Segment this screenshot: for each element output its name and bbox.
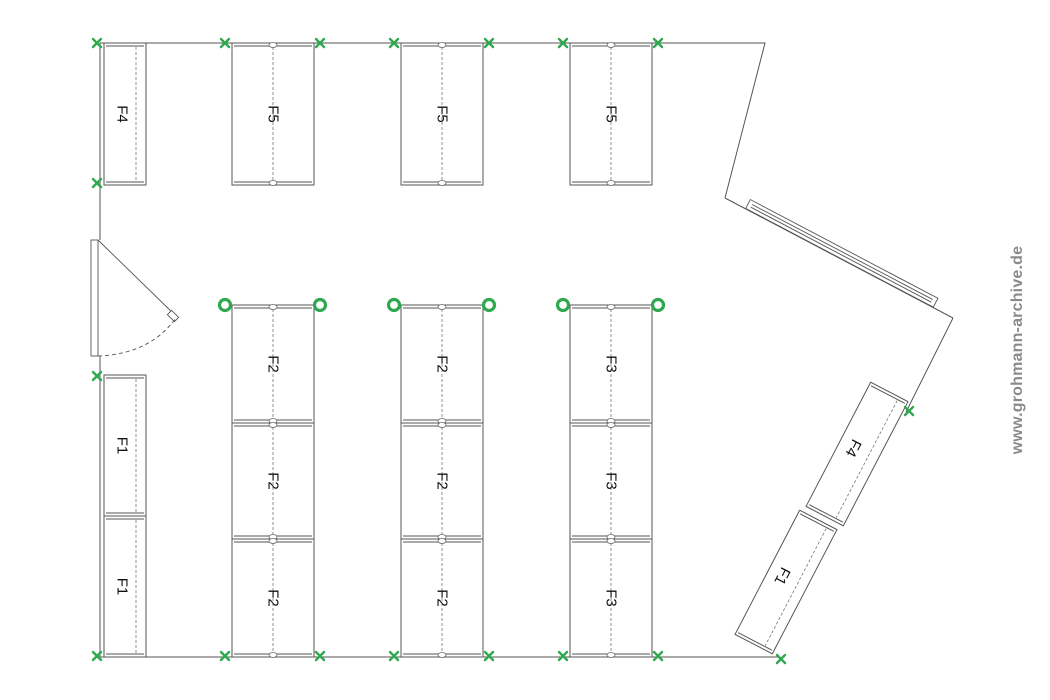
rack-f2-a-1 [231, 304, 315, 424]
rack-f2-b-3 [400, 538, 484, 658]
rack-label-f3-c-1: F3 [603, 355, 620, 373]
o-marker-icon [650, 297, 666, 313]
rack-label-f1-left-2: F1 [114, 578, 131, 596]
rack-label-f2-a-1: F2 [265, 355, 282, 373]
x-marker-icon [775, 653, 787, 665]
rack-label-f4-diag: F4 [841, 436, 864, 459]
rack-f3-c-1 [569, 304, 653, 424]
x-marker-icon [91, 650, 103, 662]
rack-label-f2-b-1: F2 [434, 355, 451, 373]
rack-f2-b-1 [400, 304, 484, 424]
o-marker-icon [312, 297, 328, 313]
rack-f4-diag [805, 381, 909, 527]
window [745, 198, 939, 308]
x-marker-icon [219, 37, 231, 49]
o-marker-icon [386, 297, 402, 313]
x-marker-icon [219, 650, 231, 662]
o-marker-icon [217, 297, 233, 313]
x-marker-icon [314, 650, 326, 662]
rack-label-f2-b-3: F2 [434, 589, 451, 607]
x-marker-icon [903, 405, 915, 417]
x-marker-icon [652, 37, 664, 49]
rack-label-f3-c-3: F3 [603, 589, 620, 607]
room-walls [99, 42, 954, 658]
x-marker-icon [388, 37, 400, 49]
racks [103, 42, 909, 658]
rack-f5-c [569, 42, 653, 186]
x-marker-icon [652, 650, 664, 662]
x-marker-icon [483, 37, 495, 49]
rack-f2-a-2 [231, 422, 315, 540]
x-marker-icon [557, 650, 569, 662]
rack-f3-c-3 [569, 538, 653, 658]
rack-label-f3-c-2: F3 [603, 472, 620, 490]
markers [91, 37, 915, 665]
rack-label-f1-left-1: F1 [114, 437, 131, 455]
x-marker-icon [91, 37, 103, 49]
x-marker-icon [91, 177, 103, 189]
door [90, 239, 180, 357]
rack-label-f2-a-3: F2 [265, 589, 282, 607]
rack-label-f5-b: F5 [434, 105, 451, 123]
rack-f5-a [231, 42, 315, 186]
rack-f5-b [400, 42, 484, 186]
rack-f1-diag [734, 509, 838, 655]
watermark-text: www.grohmann-archive.de [1009, 245, 1026, 455]
rack-label-f5-a: F5 [265, 105, 282, 123]
x-marker-icon [91, 370, 103, 382]
wall-right-lower [905, 317, 954, 413]
rack-label-f5-c: F5 [603, 105, 620, 123]
x-marker-icon [388, 650, 400, 662]
rack-f4-top [103, 42, 147, 186]
rack-f1-left-2 [103, 515, 147, 658]
x-marker-icon [557, 37, 569, 49]
rack-f3-c-2 [569, 422, 653, 540]
o-marker-icon [555, 297, 571, 313]
rack-label-f2-a-2: F2 [265, 472, 282, 490]
x-marker-icon [314, 37, 326, 49]
x-marker-icon [483, 650, 495, 662]
rack-label-f4-top: F4 [114, 105, 131, 123]
o-marker-icon [481, 297, 497, 313]
rack-f1-left-1 [103, 374, 147, 517]
rack-f2-a-3 [231, 538, 315, 658]
rack-label-f1-diag: F1 [770, 564, 793, 587]
rack-label-f2-b-2: F2 [434, 472, 451, 490]
